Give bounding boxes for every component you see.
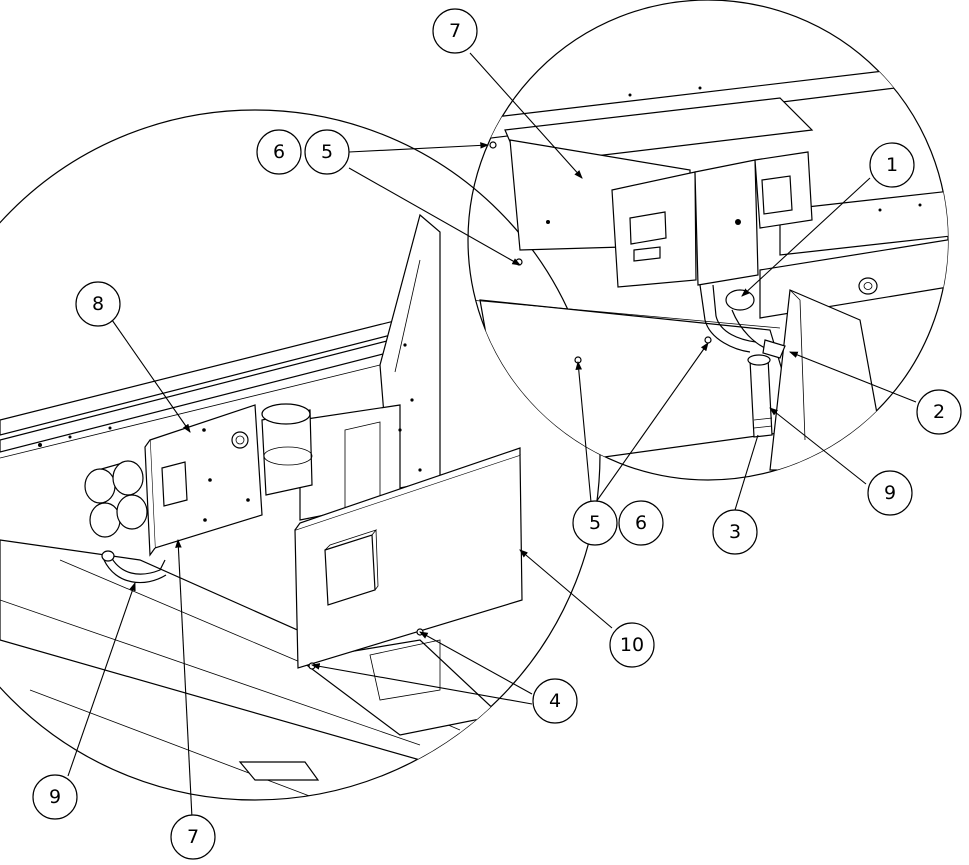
callout-5-bottom-label: 5 — [589, 512, 601, 534]
callout-1: 1 — [869, 142, 915, 188]
floor-slot — [238, 761, 320, 781]
callout-6-bottom: 6 — [618, 500, 664, 546]
callout-5-top-label: 5 — [321, 141, 333, 163]
callout-1-label: 1 — [886, 154, 898, 176]
callout-3-label: 3 — [729, 521, 741, 543]
detail-drain-elbow — [699, 284, 751, 353]
callout-2: 2 — [916, 389, 962, 435]
callout-5-bottom: 5 — [572, 500, 618, 546]
main-view — [0, 109, 601, 801]
callout-8-label: 8 — [92, 293, 104, 315]
callout-7-bottom-label: 7 — [187, 826, 199, 848]
box-component — [161, 461, 188, 507]
callout-6-bottom-label: 6 — [635, 512, 647, 534]
leader-lines — [67, 52, 917, 819]
callout-3: 3 — [712, 509, 758, 555]
callout-9-right-label: 9 — [884, 482, 896, 504]
callout-8: 8 — [75, 281, 121, 327]
callout-balloons: 7 6 5 1 2 9 3 5 — [32, 8, 962, 860]
callout-10-label: 10 — [620, 634, 644, 656]
detail-view — [467, 0, 949, 481]
callout-9-left: 9 — [32, 774, 78, 820]
callout-6-top-label: 6 — [273, 141, 285, 163]
detail-filter-canister — [749, 357, 773, 438]
callout-7-top-label: 7 — [449, 20, 461, 42]
drain-hose — [109, 554, 166, 575]
callout-4-label: 4 — [549, 690, 561, 712]
hose-clamp — [762, 339, 786, 359]
callout-9-left-label: 9 — [49, 786, 61, 808]
callout-7-bottom: 7 — [170, 814, 216, 860]
callout-6-top: 6 — [256, 129, 302, 175]
side-bracket — [769, 289, 881, 471]
main-view-boundary — [0, 109, 601, 801]
callout-2-label: 2 — [933, 401, 945, 423]
detail-housing-right — [694, 159, 759, 286]
callout-10: 10 — [609, 622, 655, 668]
callout-5-top: 5 — [304, 129, 350, 175]
callout-7-top: 7 — [432, 8, 478, 54]
heater-tubes — [84, 460, 148, 538]
callout-4: 4 — [532, 678, 578, 724]
callout-9-right: 9 — [867, 470, 913, 516]
